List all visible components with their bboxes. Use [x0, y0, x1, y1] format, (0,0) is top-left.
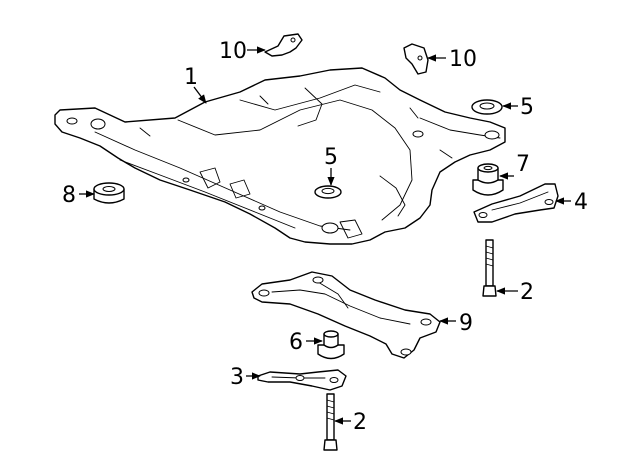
callout-2a: 2 [520, 280, 534, 305]
callout-1: 1 [184, 65, 198, 90]
front-subframe [54, 67, 506, 245]
mount-lower [317, 330, 345, 360]
callout-10b: 10 [449, 47, 477, 72]
callout-8: 8 [62, 183, 76, 208]
callout-10a: 10 [219, 39, 247, 64]
callout-7: 7 [516, 152, 530, 177]
bracket-right [403, 43, 429, 75]
bolt-lower [323, 393, 338, 451]
callout-9: 9 [459, 311, 473, 336]
washer-center [314, 185, 342, 199]
stiffener-lower [257, 369, 347, 391]
bolt-upper [482, 239, 497, 297]
bushing [93, 182, 125, 204]
washer-upper [471, 99, 503, 115]
callout-5b: 5 [324, 145, 338, 170]
callout-6: 6 [289, 330, 303, 355]
callout-2b: 2 [353, 410, 367, 435]
callout-3: 3 [230, 365, 244, 390]
crossmember [251, 271, 441, 359]
callout-4: 4 [574, 190, 588, 215]
leader-lines [79, 46, 571, 425]
mount-upper [472, 163, 504, 196]
bracket-left [264, 33, 303, 57]
callout-5a: 5 [520, 95, 534, 120]
